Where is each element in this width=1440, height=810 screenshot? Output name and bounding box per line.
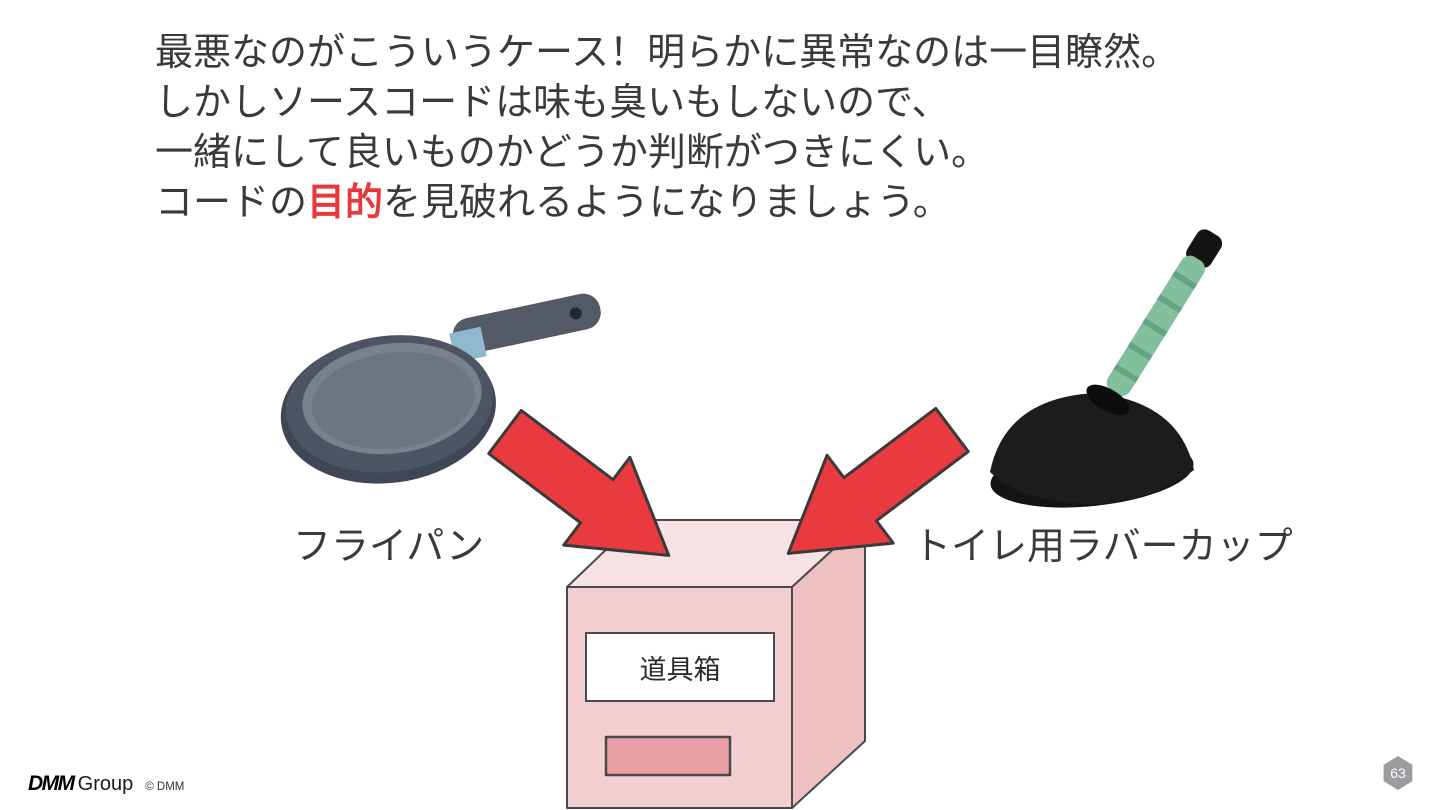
toolbox-slot xyxy=(604,735,732,777)
headline-line-2: しかしソースコードは味も臭いもしないので、 xyxy=(155,82,950,124)
dmm-logo-group: Group xyxy=(77,773,134,795)
headline-line-3: 一緒にして良いものかどうか判断がつきにくい。 xyxy=(155,132,990,174)
headline-line-4-post: を見破れるようになりましょう。 xyxy=(383,182,951,224)
headline: 最悪なのがこういうケース！明らかに異常なのは一目瞭然。 しかしソースコードは味も… xyxy=(155,28,1179,228)
frying-pan-label: フライパン xyxy=(293,526,485,568)
headline-line-1: 最悪なのがこういうケース！明らかに異常なのは一目瞭然。 xyxy=(155,32,1180,74)
frying-pan-illustration xyxy=(280,293,601,484)
toolbox-label: 道具箱 xyxy=(585,632,775,702)
plunger-cup xyxy=(990,384,1194,508)
headline-line-4-pre: コードの xyxy=(155,182,308,224)
headline-line-4: コードの目的を見破れるようになりましょう。 xyxy=(155,178,1179,228)
copyright-text: © DMM xyxy=(145,781,185,793)
frying-pan-handle xyxy=(452,293,601,354)
left-arrow xyxy=(487,408,671,557)
plunger-handle xyxy=(1106,229,1223,396)
headline-line-4-emphasis: 目的 xyxy=(307,182,384,224)
footer: DMM Group © DMM xyxy=(28,772,184,796)
dmm-logo: DMM xyxy=(28,772,75,795)
frying-pan-body xyxy=(280,335,496,484)
plunger-label: トイレ用ラバーカップ xyxy=(913,526,1293,568)
plunger-illustration xyxy=(990,229,1223,508)
right-arrow xyxy=(786,406,970,555)
